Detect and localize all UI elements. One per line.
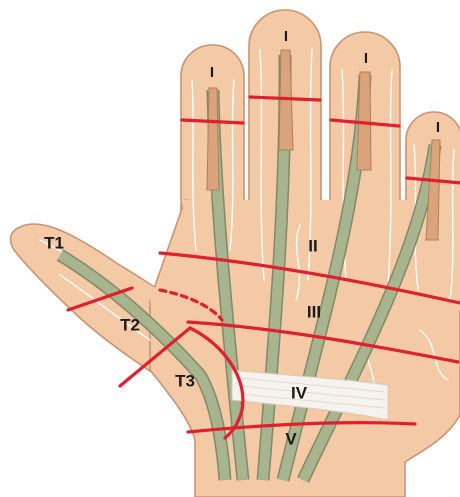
zone-iv-label: IV xyxy=(291,383,308,402)
zone-ii-label: II xyxy=(308,236,317,255)
thumb-zone-t3-label: T3 xyxy=(175,371,195,390)
middle-zone-i-label: I xyxy=(284,28,288,45)
zone-v-label: V xyxy=(285,429,297,448)
zone-iii-label: III xyxy=(307,302,321,321)
thumb-zone-t1-label: T1 xyxy=(44,233,64,252)
ring-zone-i-label: I xyxy=(364,50,368,67)
thumb-zone-t2-label: T2 xyxy=(120,315,140,334)
little-zone-i-label: I xyxy=(436,119,440,136)
index-zone-i-label: I xyxy=(210,64,214,81)
